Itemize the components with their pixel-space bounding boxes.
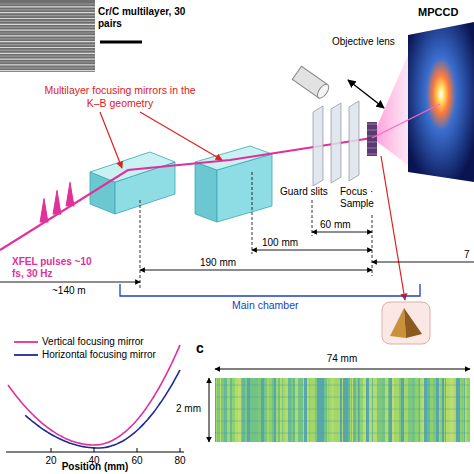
leader-arrow [140, 112, 222, 160]
legend-line [14, 341, 38, 343]
scale-bar [100, 41, 142, 44]
dimension-arrow [252, 250, 372, 251]
dimension-label: ~140 m [52, 285, 86, 297]
dimension-arrow [0, 282, 140, 283]
dimension-arrow [312, 232, 372, 233]
leader-arrow [381, 156, 405, 300]
mpccd-detector [408, 22, 474, 182]
tick-label: 80 [174, 455, 185, 467]
dimension-guide [252, 172, 253, 254]
dimension-arrow [372, 262, 474, 263]
dimension-label: 2 mm [176, 403, 201, 415]
slit-label: Guard slits [280, 186, 340, 198]
dimension-arrow [140, 270, 372, 271]
dimension-guide [140, 200, 141, 290]
scatter-cone [372, 55, 408, 165]
vertical-mirror-curve [8, 345, 180, 445]
dimension-label: 190 mm [200, 257, 236, 269]
chamber-label: Main chamber [232, 299, 299, 312]
mirror-side [195, 162, 217, 222]
panel-letter: c [196, 340, 204, 357]
guard-slit [349, 101, 359, 181]
mirror-top [195, 146, 272, 170]
dimension-guide [372, 215, 373, 276]
roughness-map [215, 378, 470, 442]
lens-label: Objective lens [332, 36, 396, 48]
axis-tick [180, 448, 181, 452]
beam-center [372, 104, 440, 138]
axis-title: Position (mm) [62, 461, 129, 473]
guard-slit [313, 106, 323, 186]
leader-arrow [100, 112, 122, 168]
xfel-pulses [40, 182, 74, 222]
axis-tick [51, 448, 52, 452]
source-label: XFEL pulses ~10 fs, 30 Hz [12, 256, 94, 280]
sample-label: Focus · Sample [340, 186, 386, 210]
horizontal-mirror-curve [25, 370, 180, 448]
guard-slit [331, 103, 341, 183]
tick-label: 20 [45, 455, 56, 467]
dimension-label: 60 mm [320, 219, 351, 231]
pyramid-inset [382, 302, 430, 344]
dimension-label: 7 [464, 249, 470, 261]
axis-tick [94, 448, 95, 452]
inset-caption: Cr/C multilayer, 30 pairs [98, 6, 193, 30]
chamber-bracket [120, 284, 420, 296]
dimension-label: 100 mm [262, 237, 298, 249]
legend-text: Vertical focusing mirror [42, 336, 144, 348]
objective-lens [292, 66, 331, 100]
detector-label: MPCCD [418, 6, 458, 19]
legend-text: Horizontal focusing mirror [42, 349, 156, 361]
tick-label: 60 [131, 455, 142, 467]
dimension-guide [312, 200, 313, 236]
dimension-label: 74 mm [327, 353, 358, 365]
height-arrow [209, 378, 210, 442]
x-axis [6, 452, 184, 453]
multilayer-stripes [0, 4, 95, 71]
sem-image [0, 0, 95, 72]
sample-grid [367, 122, 377, 156]
mirror-label: Multilayer focusing mirrors in the K–B g… [40, 84, 200, 109]
width-arrow [215, 369, 470, 370]
axis-tick [137, 448, 138, 452]
motion-arrow [348, 80, 384, 108]
legend-line [14, 354, 38, 356]
